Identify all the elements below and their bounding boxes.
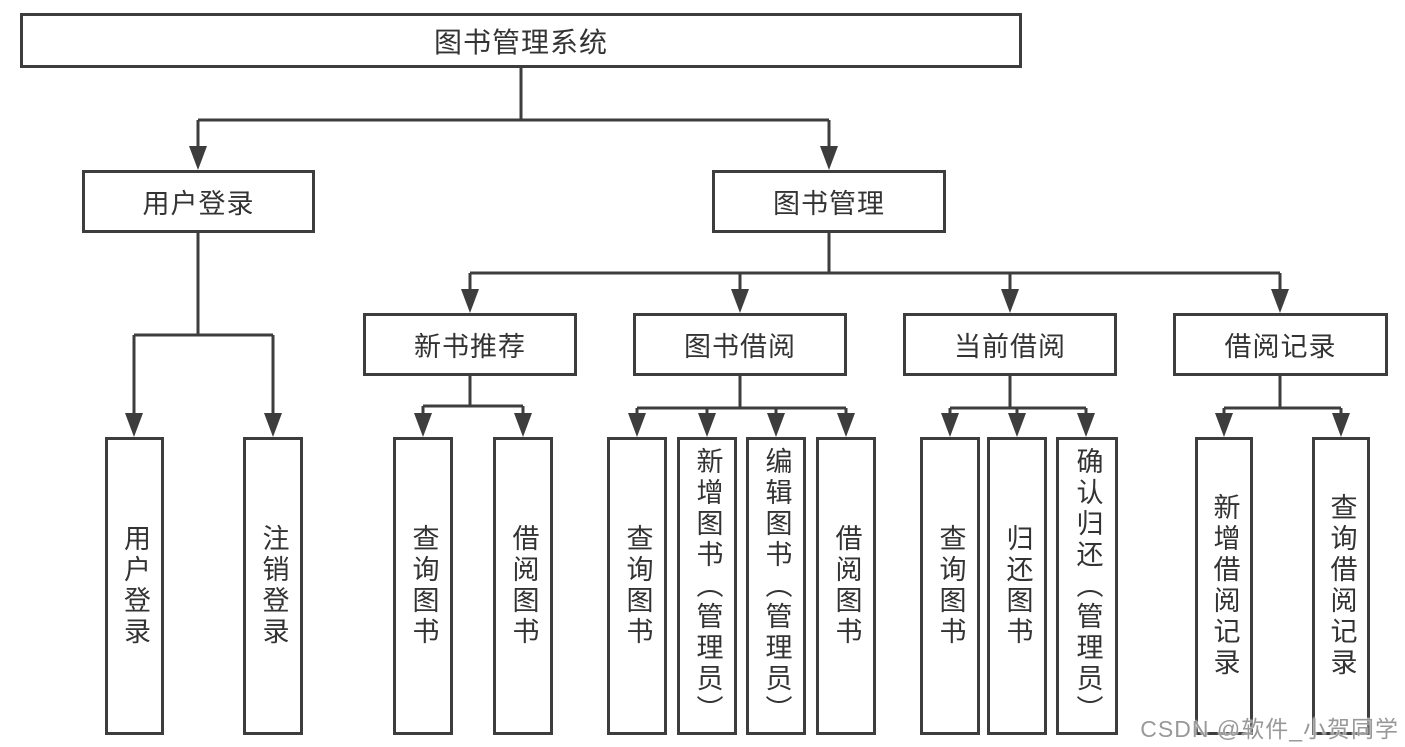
- leaf-add-borrow-record: 新增借阅记录: [1195, 437, 1253, 735]
- leaf-edit-books-admin: 编辑图书（管理员）: [746, 437, 806, 735]
- node-root-system: 图书管理系统: [20, 13, 1022, 68]
- leaf-add-books-admin: 新增图书（管理员）: [677, 437, 737, 735]
- node-new-book-recommend: 新书推荐: [363, 313, 577, 376]
- node-borrow-records: 借阅记录: [1173, 313, 1388, 376]
- leaf-logout: 注销登录: [243, 437, 303, 735]
- arrowheads: [125, 146, 1350, 437]
- leaf-user-login: 用户登录: [105, 437, 164, 735]
- leaf-query-books-recommend: 查询图书: [393, 437, 453, 735]
- csdn-watermark: CSDN @软件_小贺同学: [1140, 716, 1399, 742]
- leaf-query-books-current: 查询图书: [920, 437, 980, 735]
- leaf-borrow-books-recommend: 借阅图书: [493, 437, 553, 735]
- node-current-borrow: 当前借阅: [903, 313, 1117, 376]
- node-book-management-branch: 图书管理: [712, 170, 946, 233]
- node-user-login-branch: 用户登录: [82, 170, 315, 233]
- node-book-borrow: 图书借阅: [633, 313, 847, 376]
- leaf-confirm-return-admin: 确认归还（管理员）: [1056, 437, 1118, 735]
- leaf-query-borrow-record: 查询借阅记录: [1312, 437, 1370, 735]
- leaf-return-books: 归还图书: [987, 437, 1047, 735]
- leaf-borrow-books: 借阅图书: [816, 437, 876, 735]
- leaf-query-books-borrow: 查询图书: [607, 437, 667, 735]
